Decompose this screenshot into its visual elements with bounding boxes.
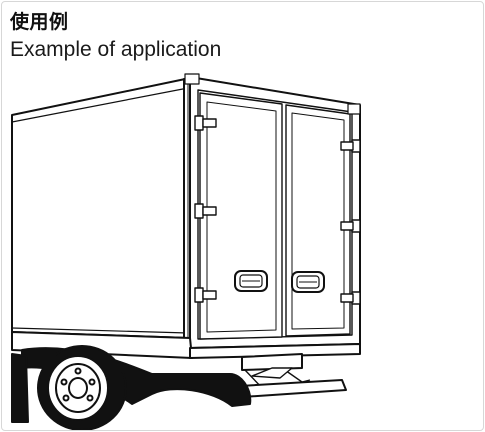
caption-title-en: Example of application (10, 38, 222, 61)
mud-flap (11, 353, 29, 423)
door-handle-left (234, 270, 268, 292)
door-hinges-left (194, 115, 217, 303)
caption-title-jp: 使用例 (10, 11, 69, 33)
rear-step (239, 367, 347, 398)
door-hinges-right (340, 139, 361, 305)
rear-wheel (37, 345, 127, 430)
cargo-box-side-wall (11, 77, 191, 339)
door-handle-right (291, 271, 325, 293)
